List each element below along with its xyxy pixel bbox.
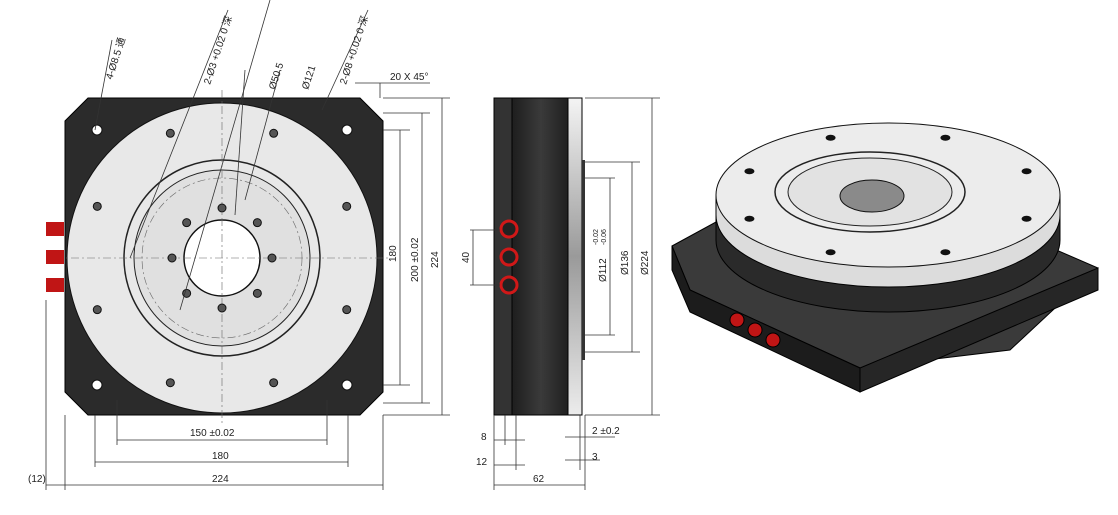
iso-hole (825, 134, 836, 141)
iso-bore (839, 179, 905, 213)
label-chamfer: 20 X 45° (390, 72, 428, 83)
mounting-holes (91, 124, 353, 391)
hole (269, 128, 279, 138)
label-port-pitch: 40 (461, 251, 472, 263)
label-h180: 180 (212, 451, 229, 462)
label-h224: 224 (212, 474, 229, 485)
hole (342, 305, 352, 315)
iso-hole (940, 134, 951, 141)
label-pin-holes-large: 2-Ø8 +0.02 0 深 (337, 14, 370, 86)
label-w3: 3 (592, 452, 598, 463)
label-d112-lower: -0.06 (601, 229, 608, 245)
label-w2: 2 ±0.2 (592, 426, 620, 437)
label-pcd: Ø121 (300, 64, 318, 91)
label-through-holes: 4-Ø8.5 通 (103, 36, 128, 81)
iso-hole (1021, 168, 1032, 175)
label-d112: Ø112 (598, 258, 609, 282)
label-w62: 62 (533, 474, 545, 485)
hole (92, 201, 102, 211)
hole (341, 379, 353, 391)
label-v180: 180 (388, 245, 399, 262)
iso-hole (940, 249, 951, 256)
label-d112-upper: -0.02 (593, 229, 600, 245)
hole (165, 128, 175, 138)
label-offset12: (12) (28, 474, 46, 485)
hole (91, 124, 103, 136)
front-view: 4-Ø8.5 通 2-Ø3 +0.02 0 深 Ø50.5 Ø121 2-Ø8 … (28, 0, 450, 490)
hole (267, 253, 277, 263)
label-d136: Ø136 (620, 250, 631, 275)
iso-hole (744, 215, 755, 222)
label-w8: 8 (481, 432, 487, 443)
iso-hole (744, 168, 755, 175)
hole (217, 303, 227, 313)
label-h150: 150 ±0.02 (190, 428, 235, 439)
hole (91, 379, 103, 391)
label-v224: 224 (430, 251, 441, 268)
hole (342, 201, 352, 211)
air-ports-side (499, 219, 519, 295)
label-pin-holes-small: 2-Ø3 +0.02 0 深 (201, 14, 234, 86)
hole (269, 378, 279, 388)
iso-hole (1021, 215, 1032, 222)
label-d224: Ø224 (640, 250, 651, 275)
label-w12: 12 (476, 457, 488, 468)
label-bore: Ø50.5 (267, 61, 286, 91)
hole (165, 378, 175, 388)
isometric-view (671, 122, 1099, 393)
hole (217, 203, 227, 213)
hole (92, 305, 102, 315)
label-v200: 200 ±0.02 (410, 237, 421, 282)
hole (341, 124, 353, 136)
side-plate (567, 97, 583, 416)
iso-hole (825, 249, 836, 256)
air-ports-front (46, 222, 64, 292)
side-view: 40 Ø112 -0.02 -0.06 Ø136 Ø224 8 12 62 2 … (461, 97, 660, 490)
hole (252, 218, 262, 228)
iso-ports (729, 312, 781, 348)
hole (167, 253, 177, 263)
hole (182, 218, 192, 228)
hole (252, 288, 262, 298)
side-body (511, 97, 571, 416)
